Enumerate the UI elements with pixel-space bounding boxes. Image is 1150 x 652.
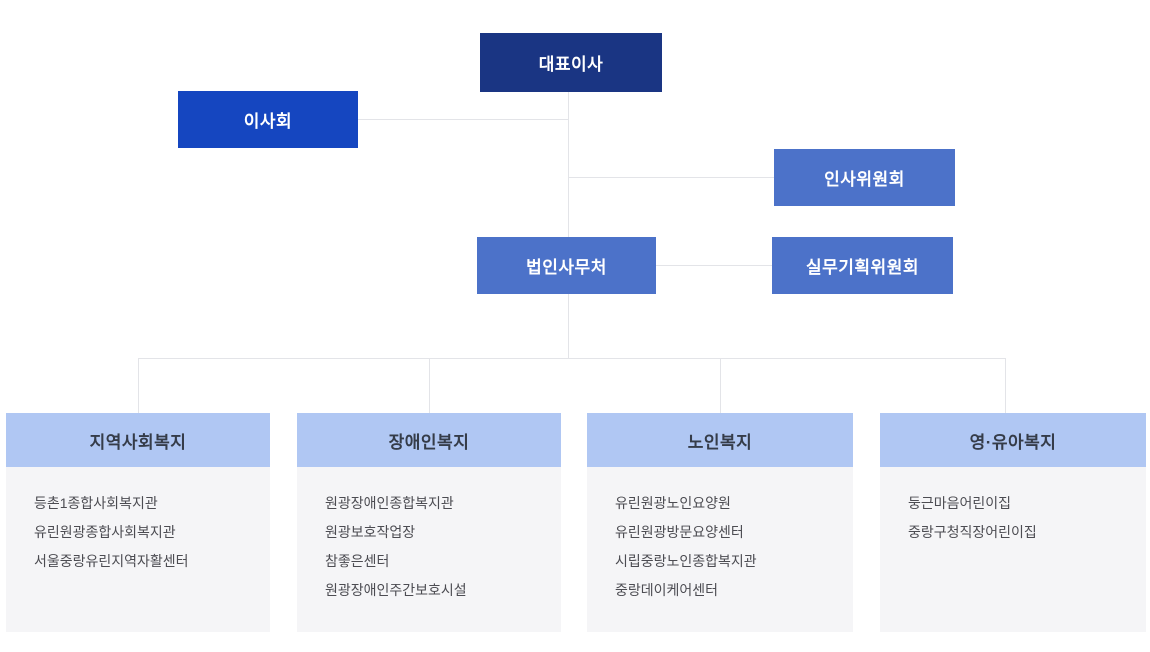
division-item: 원광장애인주간보호시설	[325, 582, 467, 598]
connector-drop-division-2	[429, 358, 430, 413]
planning-committee-box: 실무기획위원회	[772, 237, 953, 294]
connector-distribution	[138, 358, 1006, 359]
connector-board-branch	[358, 119, 568, 120]
division-header: 영·유아복지	[880, 413, 1146, 467]
division-item: 서울중랑유린지역자활센터	[34, 553, 189, 569]
division-disability-welfare: 장애인복지 원광장애인종합복지관 원광보호작업장 참좋은센터 원광장애인주간보호…	[297, 413, 561, 632]
division-header: 장애인복지	[297, 413, 561, 467]
division-item: 유린원광방문요양센터	[615, 524, 744, 540]
division-panel: 둥근마음어린이집 중랑구청직장어린이집	[880, 467, 1146, 632]
division-item: 둥근마음어린이집	[908, 495, 1012, 511]
division-panel: 유린원광노인요양원 유린원광방문요양센터 시립중랑노인종합복지관 중랑데이케어센…	[587, 467, 853, 632]
division-senior-welfare: 노인복지 유린원광노인요양원 유린원광방문요양센터 시립중랑노인종합복지관 중랑…	[587, 413, 853, 632]
division-item: 참좋은센터	[325, 553, 390, 569]
connector-planning-committee-branch	[656, 265, 772, 266]
connector-drop-division-1	[138, 358, 139, 413]
division-item: 유린원광노인요양원	[615, 495, 731, 511]
division-infant-welfare: 영·유아복지 둥근마음어린이집 중랑구청직장어린이집	[880, 413, 1146, 632]
division-item: 중랑데이케어센터	[615, 582, 719, 598]
division-community-welfare: 지역사회복지 등촌1종합사회복지관 유린원광종합사회복지관 서울중랑유린지역자활…	[6, 413, 270, 632]
connector-ceo-to-secretariat	[568, 92, 569, 237]
connector-secretariat-to-distribution	[568, 294, 569, 358]
division-panel: 등촌1종합사회복지관 유린원광종합사회복지관 서울중랑유린지역자활센터	[6, 467, 270, 632]
secretariat-box: 법인사무처	[477, 237, 656, 294]
connector-drop-division-4	[1005, 358, 1006, 413]
division-item: 시립중랑노인종합복지관	[615, 553, 757, 569]
ceo-box: 대표이사	[480, 33, 662, 92]
division-panel: 원광장애인종합복지관 원광보호작업장 참좋은센터 원광장애인주간보호시설	[297, 467, 561, 632]
hr-committee-box: 인사위원회	[774, 149, 955, 206]
division-item: 유린원광종합사회복지관	[34, 524, 176, 540]
division-item: 원광장애인종합복지관	[325, 495, 454, 511]
division-item: 등촌1종합사회복지관	[34, 495, 158, 511]
connector-drop-division-3	[720, 358, 721, 413]
division-item: 원광보호작업장	[325, 524, 416, 540]
division-header: 지역사회복지	[6, 413, 270, 467]
board-of-directors-box: 이사회	[178, 91, 358, 148]
division-header: 노인복지	[587, 413, 853, 467]
connector-hr-committee-branch	[568, 177, 774, 178]
division-item: 중랑구청직장어린이집	[908, 524, 1037, 540]
